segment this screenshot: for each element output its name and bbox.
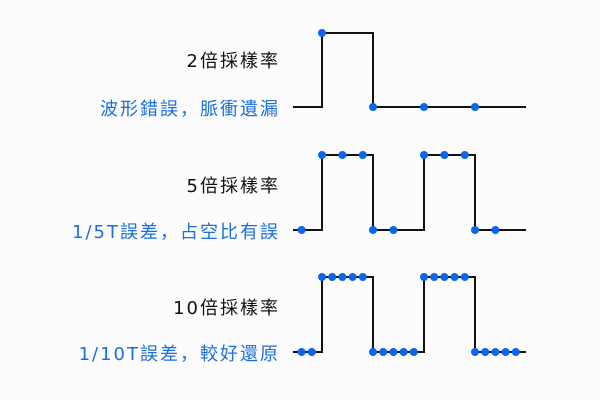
panel-2-sample-point xyxy=(389,226,398,234)
panel-3-sample-point xyxy=(440,273,449,281)
panel-3-sample-point xyxy=(318,273,326,281)
panel-2-sample-point xyxy=(318,151,326,159)
panel-2-sample-point xyxy=(369,226,377,234)
panel-3-sample-point xyxy=(358,273,367,281)
panel-1-sample-point xyxy=(420,103,428,111)
panel-3-title: 10倍採樣率 xyxy=(173,298,280,319)
panel-3-sample-point xyxy=(348,273,357,281)
panel-2-sample-point xyxy=(297,226,306,234)
panel-3-sample-point xyxy=(491,348,500,356)
panel-2-signal-line xyxy=(293,154,526,231)
panel-1-sample-point xyxy=(471,103,479,111)
panel-1-note: 波形錯誤，脈衝遺漏 xyxy=(100,99,280,120)
panel-2-sample-point xyxy=(440,151,449,159)
panel-3-sample-point xyxy=(369,348,377,356)
panel-3-signal-line xyxy=(293,276,526,353)
panel-2-note: 1/5T誤差，占空比有誤 xyxy=(72,222,280,243)
panel-2-sample-point xyxy=(420,151,428,159)
panel-2-title: 5倍採樣率 xyxy=(186,176,280,197)
panel-3-sample-point xyxy=(481,348,490,356)
panel-3-sample-point xyxy=(307,348,316,356)
panel-3-sample-point xyxy=(389,348,398,356)
panel-1-sample-point xyxy=(318,29,326,37)
panel-2-sample-point xyxy=(460,151,469,159)
panel-1-signal-line xyxy=(293,32,526,108)
panel-3-sample-point xyxy=(328,273,337,281)
panel-3-sample-point xyxy=(409,348,418,356)
panel-3-sample-point xyxy=(379,348,388,356)
panel-2-sample-point xyxy=(358,151,367,159)
panel-3-sample-point xyxy=(511,348,520,356)
panel-3-sample-point xyxy=(338,273,347,281)
panel-3-sample-point xyxy=(399,348,408,356)
panel-3-sample-point xyxy=(501,348,510,356)
panel-3-sample-point xyxy=(471,348,479,356)
panel-3-sample-point xyxy=(297,348,306,356)
panel-1-sample-point xyxy=(369,103,377,111)
panel-1-title: 2倍採樣率 xyxy=(186,51,280,72)
panel-3-sample-point xyxy=(430,273,439,281)
panel-2-sample-point xyxy=(471,226,479,234)
panel-2-sample-point xyxy=(491,226,500,234)
panel-3-sample-point xyxy=(460,273,469,281)
panel-3-sample-point xyxy=(420,273,428,281)
panel-3-sample-point xyxy=(450,273,459,281)
panel-2-sample-point xyxy=(338,151,347,159)
panel-3-note: 1/10T誤差，較好還原 xyxy=(78,344,280,365)
